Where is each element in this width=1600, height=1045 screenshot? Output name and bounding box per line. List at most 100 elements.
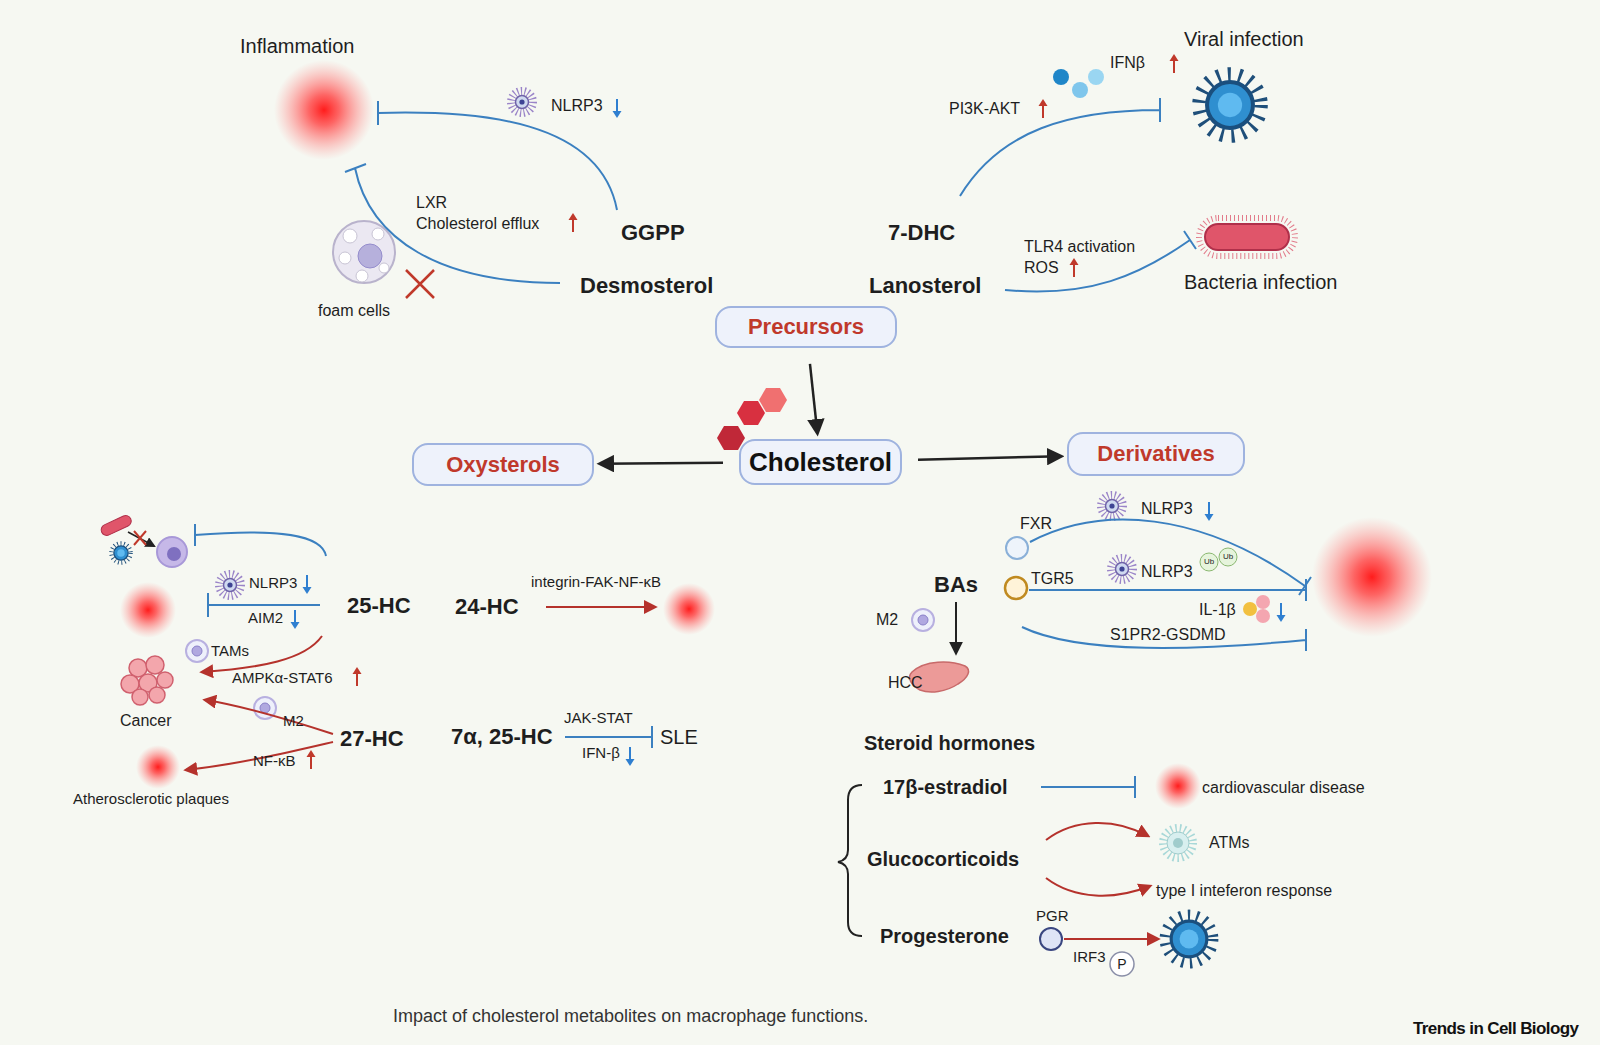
disease-glow (1155, 763, 1201, 809)
cytokine-icon (1243, 602, 1257, 616)
receptor-icon (1006, 537, 1028, 559)
text-label: 7-DHC (888, 220, 955, 246)
decor-circle (167, 547, 181, 561)
virus-icon (1165, 915, 1213, 963)
decor-path (1046, 878, 1150, 896)
inflammation-glow (274, 60, 374, 160)
up-arrow (569, 213, 578, 232)
decor-path (737, 401, 765, 425)
decor-circle (1173, 838, 1183, 848)
decor-circle (149, 687, 165, 703)
macrophage-icon (912, 609, 934, 631)
decor-circle (343, 229, 357, 243)
text-label: HCC (888, 673, 923, 692)
decor-path (205, 700, 333, 734)
decor-circle (358, 244, 382, 268)
cytokine-icon (1256, 609, 1270, 623)
decor-path (202, 636, 322, 672)
decor-circle (146, 656, 164, 674)
ifn-molecule (1088, 69, 1104, 85)
text-label: LXR (416, 193, 447, 212)
caption: Impact of cholesterol metabolites on mac… (393, 1006, 868, 1028)
bacterium-icon (99, 514, 133, 537)
receptor-icon (1005, 577, 1027, 599)
up-arrow (1170, 54, 1179, 73)
text-label: Desmosterol (580, 273, 713, 299)
box-label: Precursors (748, 314, 864, 340)
text-label: Bacteria infection (1184, 270, 1337, 294)
decor-circle (356, 270, 368, 282)
text-label: IFN-β (582, 744, 620, 762)
decor-path (378, 101, 617, 210)
text-label: IFNβ (1110, 53, 1145, 72)
text-label: NLRP3 (551, 96, 603, 115)
flow-arrow (600, 462, 723, 465)
decor-path (759, 388, 787, 412)
decor-path (1046, 823, 1148, 840)
flow-arrow (810, 364, 817, 433)
uptake-arrow (128, 532, 154, 546)
ifn-molecule (1053, 69, 1069, 85)
text-label: 17β-estradiol (883, 775, 1007, 799)
text-label: TAMs (211, 642, 249, 660)
box-label: Derivatives (1097, 441, 1214, 467)
block-cross (406, 270, 434, 298)
up-arrow (1039, 99, 1048, 118)
phospho-icon (1110, 952, 1134, 976)
inhibition-lines (195, 98, 1311, 798)
decor-circle (372, 228, 384, 240)
text-label: ROS (1024, 258, 1059, 277)
macrophage-icon (186, 640, 208, 662)
decor-path (186, 742, 333, 770)
text-label: IL-1β (1199, 600, 1236, 619)
text-label: NLRP3 (1141, 499, 1193, 518)
text-label: 25-HC (347, 593, 411, 619)
decor-circle (157, 537, 187, 567)
text-label: FXR (1020, 514, 1052, 533)
text-label: TLR4 activation (1024, 237, 1135, 256)
text-label: TGR5 (1031, 569, 1074, 588)
inflammation-glow (1312, 517, 1432, 637)
text-label: GGPP (621, 220, 685, 246)
box-label: Oxysterols (446, 452, 560, 478)
category-box: Oxysterols (412, 443, 594, 486)
text-label: Glucocorticoids (867, 847, 1019, 871)
text-label: M2 (876, 610, 898, 629)
decor-circle (1163, 828, 1193, 858)
text-label: AMPKα-STAT6 (232, 669, 333, 687)
up-arrow (307, 750, 316, 769)
virus-icon (111, 543, 130, 562)
bacterium-hairs (1199, 218, 1295, 256)
text-label: P (1117, 956, 1126, 973)
text-label: NLRP3 (1141, 562, 1193, 581)
atm-icon (1163, 828, 1193, 858)
text-label: 7α, 25-HC (451, 724, 553, 750)
text-label: Inflammation (240, 34, 355, 58)
inflammation-glow (663, 583, 715, 635)
text-label: IRF3 (1073, 948, 1106, 966)
decor-path (546, 606, 655, 608)
text-label: BAs (934, 572, 978, 598)
text-label: AIM2 (248, 609, 283, 627)
decor-circle (157, 672, 173, 688)
receptor-icon (1040, 928, 1062, 950)
text-label: NLRP3 (249, 574, 297, 592)
cytokine-icon (1256, 595, 1270, 609)
decor-circle (379, 263, 389, 273)
text-label: M2 (283, 712, 304, 730)
inflammation-glow (120, 582, 176, 638)
down-arrow (291, 610, 300, 629)
ubiquitin-icon (1219, 548, 1237, 566)
plaque-glow (136, 745, 180, 789)
text-label: integrin-FAK-NF-κB (531, 573, 661, 591)
cancer-icon (121, 656, 173, 705)
text-label: Ub (1223, 552, 1233, 562)
text-label: cardiovascular disease (1202, 778, 1365, 797)
text-label: foam cells (318, 301, 390, 320)
inflammasome-icon (219, 574, 241, 596)
down-arrow (613, 99, 622, 118)
